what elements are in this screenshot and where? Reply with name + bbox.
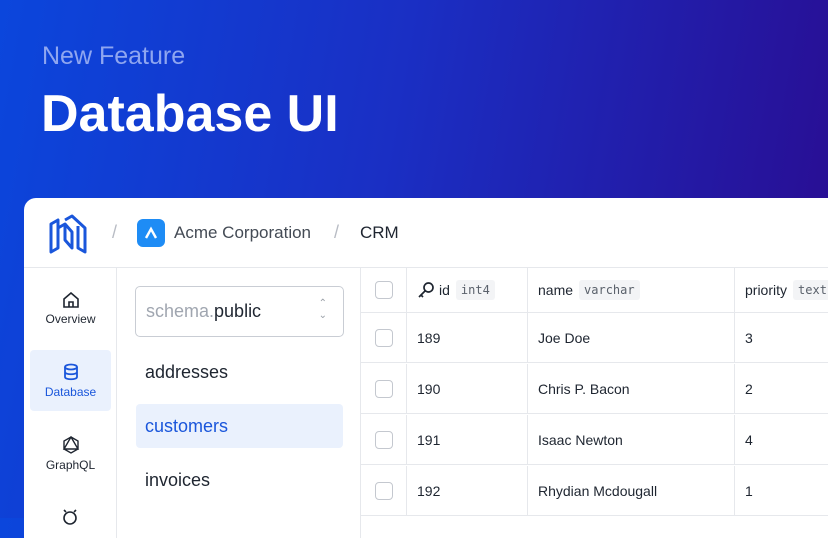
graphql-icon xyxy=(62,435,79,454)
home-icon xyxy=(62,291,79,308)
table-cell[interactable]: 4 xyxy=(745,431,753,448)
schema-panel: schema.public ⌃⌄ addresses customers inv… xyxy=(117,268,361,538)
header-row: id int4 name varchar priority text xyxy=(361,268,828,313)
sidebar-item-label: Overview xyxy=(45,311,96,326)
column-name: priority xyxy=(745,282,788,298)
table-cell[interactable]: Joe Doe xyxy=(528,313,735,362)
table-cell[interactable]: Chris P. Bacon xyxy=(528,364,735,413)
select-all-checkbox[interactable] xyxy=(374,281,393,299)
column-type: int4 xyxy=(455,280,495,300)
schema-prefix: schema. xyxy=(146,301,215,321)
org-icon xyxy=(137,219,165,247)
key-icon xyxy=(418,282,434,298)
hero-subtitle: New Feature xyxy=(42,42,186,70)
row-checkbox[interactable] xyxy=(374,379,393,398)
breadcrumb-separator: / xyxy=(112,222,118,242)
hero-title: Database UI xyxy=(41,85,339,143)
column-name: name xyxy=(538,282,574,298)
sidebar: Overview Database GraphQL xyxy=(24,268,117,538)
breadcrumb-project[interactable]: CRM xyxy=(360,223,399,242)
row-checkbox[interactable] xyxy=(374,481,393,500)
table-cell[interactable]: 3 xyxy=(745,329,753,346)
table-cell[interactable]: 2 xyxy=(745,380,753,397)
schema-select[interactable]: schema.public ⌃⌄ xyxy=(135,286,344,337)
logo-icon[interactable] xyxy=(48,214,88,254)
column-header-id[interactable]: id int4 xyxy=(407,268,528,312)
table-item-invoices[interactable]: invoices xyxy=(145,469,211,490)
table-cell[interactable]: 1 xyxy=(745,482,753,499)
row-checkbox[interactable] xyxy=(374,430,393,449)
table-cell[interactable]: 189 xyxy=(407,313,528,362)
functions-icon[interactable] xyxy=(61,508,79,526)
sidebar-item-label: Database xyxy=(44,384,97,399)
database-icon xyxy=(63,363,78,380)
app-window: / Acme Corporation / CRM Overview Databa… xyxy=(24,198,828,538)
sidebar-item-overview[interactable]: Overview xyxy=(30,278,111,339)
table-cell[interactable]: Rhydian Mcdougall xyxy=(528,466,735,515)
chevron-up-down-icon: ⌃⌄ xyxy=(318,298,327,321)
sidebar-item-label: GraphQL xyxy=(45,457,96,472)
row-checkbox[interactable] xyxy=(374,328,393,347)
column-name: id xyxy=(439,282,450,298)
table-item-addresses[interactable]: addresses xyxy=(145,361,229,382)
sidebar-item-database[interactable]: Database xyxy=(30,350,111,411)
column-header-priority[interactable]: priority text xyxy=(735,268,828,312)
table-item-customers[interactable]: customers xyxy=(136,404,343,448)
table-cell[interactable]: Isaac Newton xyxy=(528,415,735,464)
breadcrumb-org[interactable]: Acme Corporation xyxy=(174,223,312,242)
breadcrumb-separator: / xyxy=(334,222,340,242)
schema-value: public xyxy=(214,301,262,321)
table-cell[interactable]: 191 xyxy=(407,415,528,464)
table-cell[interactable]: 192 xyxy=(407,466,528,515)
header: / Acme Corporation / CRM xyxy=(24,198,828,268)
column-type: varchar xyxy=(579,280,640,300)
column-type: text xyxy=(793,280,828,300)
table-cell[interactable]: 190 xyxy=(407,364,528,413)
column-header-name[interactable]: name varchar xyxy=(528,268,735,312)
sidebar-item-graphql[interactable]: GraphQL xyxy=(30,423,111,484)
